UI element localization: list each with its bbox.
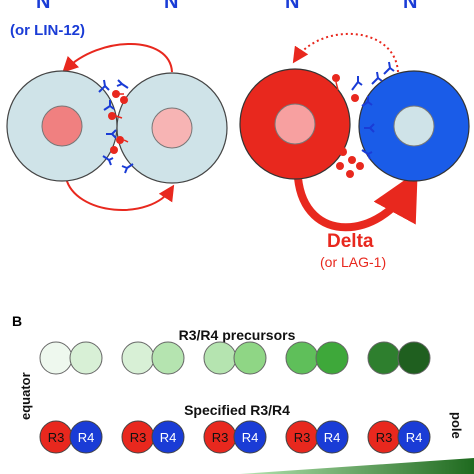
r4-label: R4 xyxy=(160,430,177,445)
r4-label: R4 xyxy=(324,430,341,445)
delta-label: Delta xyxy=(327,231,374,252)
r4-label: R4 xyxy=(242,430,259,445)
right-interface-molecules xyxy=(332,61,395,178)
panel-b-letter: B xyxy=(12,313,22,329)
lin12-label: (or LIN-12) xyxy=(10,22,85,39)
specified-title: Specified R3/R4 xyxy=(184,402,290,418)
pole-label: pole xyxy=(449,412,464,439)
specified-pair: R3 R4 xyxy=(367,420,431,454)
specified-pair: R3 R4 xyxy=(203,420,267,454)
precursor-cell xyxy=(69,341,103,375)
notch-label-4: N xyxy=(403,0,417,13)
precursor-cell xyxy=(151,341,185,375)
specified-pairs: R3 R4 R3 R4 R3 R4 R3 R4 R3 R4 xyxy=(39,420,431,454)
precursor-cell xyxy=(203,341,237,375)
precursor-cell xyxy=(285,341,319,375)
r3-label: R3 xyxy=(48,430,65,445)
r3-label: R3 xyxy=(376,430,393,445)
delta-signal-arrow xyxy=(294,170,418,232)
notch-label-2: N xyxy=(164,0,178,13)
r4-label: R4 xyxy=(78,430,95,445)
specified-pair: R3 R4 xyxy=(121,420,185,454)
left-interface-molecules xyxy=(98,79,134,174)
nucleus-right-1 xyxy=(274,103,316,145)
specified-pair: R3 R4 xyxy=(39,420,103,454)
precursors-title: R3/R4 precursors xyxy=(179,327,296,343)
nucleus-right-2 xyxy=(393,105,435,147)
precursor-pairs xyxy=(39,341,431,375)
precursor-cell xyxy=(367,341,401,375)
upper-signal-arrow-left xyxy=(62,43,173,73)
nucleus-left-2 xyxy=(151,107,193,149)
precursor-cell xyxy=(39,341,73,375)
r4-label: R4 xyxy=(406,430,423,445)
lag1-label: (or LAG-1) xyxy=(320,254,386,270)
precursor-cell xyxy=(121,341,155,375)
r3-label: R3 xyxy=(212,430,229,445)
dotted-feedback-arrow xyxy=(292,32,399,73)
precursor-cell xyxy=(315,341,349,375)
precursor-cell xyxy=(233,341,267,375)
notch-label-3: N xyxy=(285,0,299,13)
nucleus-left-1 xyxy=(41,105,83,147)
lower-signal-arrow-left xyxy=(65,177,175,211)
r3-label: R3 xyxy=(130,430,147,445)
precursor-cell xyxy=(397,341,431,375)
gradient-wedge xyxy=(240,458,474,474)
specified-pair: R3 R4 xyxy=(285,420,349,454)
r3-label: R3 xyxy=(294,430,311,445)
equator-label: equator xyxy=(18,372,33,420)
notch-label-1: N xyxy=(36,0,50,13)
